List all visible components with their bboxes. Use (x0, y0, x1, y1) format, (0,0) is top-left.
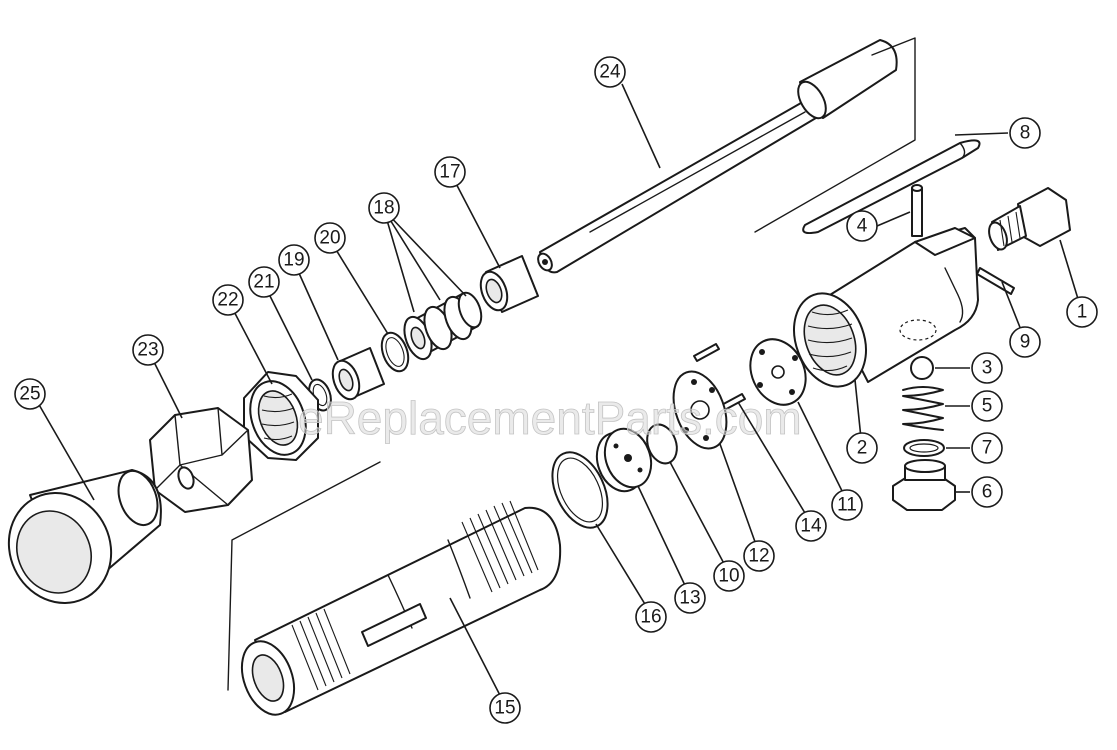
part-8-lever (802, 139, 981, 235)
barrel-bracket-line (227, 461, 381, 691)
svg-text:20: 20 (319, 228, 340, 249)
callout-11: 11 (831, 489, 863, 521)
svg-text:5: 5 (982, 396, 993, 417)
callout-19: 19 (278, 244, 310, 276)
callout-17: 17 (434, 156, 466, 188)
svg-text:24: 24 (599, 62, 621, 83)
assembly-bracket-line (754, 37, 916, 233)
callout-15: 15 (489, 692, 521, 724)
part-5-spring (902, 386, 944, 431)
callout-13: 13 (674, 582, 706, 614)
part-22-nut (243, 371, 319, 461)
callout-8: 8 (1009, 117, 1041, 149)
svg-text:11: 11 (837, 495, 857, 516)
svg-text:2: 2 (857, 438, 868, 459)
callout-7: 7 (971, 432, 1003, 464)
part-11-disc (749, 338, 807, 406)
svg-text:23: 23 (137, 340, 158, 361)
callout-6: 6 (971, 476, 1003, 508)
callout-20: 20 (314, 222, 346, 254)
part-pin-upper (693, 343, 720, 362)
svg-text:15: 15 (494, 698, 515, 719)
svg-text:18: 18 (373, 198, 394, 219)
svg-text:12: 12 (748, 546, 769, 567)
svg-text:8: 8 (1020, 123, 1031, 144)
part-3-ball (910, 356, 934, 380)
part-4-pin (911, 184, 923, 237)
svg-text:16: 16 (640, 607, 661, 628)
callout-14: 14 (795, 510, 827, 542)
svg-text:6: 6 (982, 482, 993, 503)
part-25-grip (7, 469, 162, 604)
part-15-barrel (240, 500, 562, 716)
watermark-text: eReplacementParts.com (298, 392, 802, 444)
callout-22: 22 (212, 284, 244, 316)
callout-24: 24 (594, 56, 626, 88)
callout-16: 16 (635, 601, 667, 633)
svg-text:22: 22 (217, 290, 238, 311)
part-19-bushing (331, 347, 385, 401)
svg-text:21: 21 (253, 272, 274, 293)
part-24-rod (537, 39, 898, 274)
part-23-cap (149, 407, 253, 513)
part-13-disc (595, 427, 653, 493)
svg-text:17: 17 (439, 162, 460, 183)
svg-text:13: 13 (679, 588, 700, 609)
svg-text:3: 3 (982, 358, 993, 379)
callout-25: 25 (14, 378, 46, 410)
callout-5: 5 (971, 390, 1003, 422)
callout-2: 2 (846, 432, 878, 464)
callout-21: 21 (248, 266, 280, 298)
part-12-plate (672, 370, 728, 450)
part-16-o-ring (551, 451, 609, 529)
part-18-valve-stack (403, 291, 483, 361)
svg-text:10: 10 (718, 566, 739, 587)
svg-text:7: 7 (982, 438, 993, 459)
callout-1: 1 (1066, 296, 1098, 328)
callout-4: 4 (846, 210, 878, 242)
svg-text:25: 25 (19, 384, 40, 405)
svg-text:4: 4 (857, 216, 868, 237)
part-17-sleeve (479, 255, 539, 313)
callout-12: 12 (743, 540, 775, 572)
svg-text:19: 19 (283, 250, 304, 271)
leader-lines (33, 83, 1083, 706)
svg-text:1: 1 (1077, 302, 1088, 323)
svg-text:14: 14 (800, 516, 822, 537)
callout-23: 23 (132, 334, 164, 366)
callout-3: 3 (971, 352, 1003, 384)
part-6-plug (892, 459, 956, 511)
part-9-pin (976, 267, 1015, 295)
part-2-housing (793, 227, 979, 388)
svg-text:9: 9 (1020, 332, 1031, 353)
callout-10: 10 (713, 560, 745, 592)
part-1-fitting (988, 187, 1071, 251)
callout-18: 18 (368, 192, 400, 224)
callout-9: 9 (1009, 326, 1041, 358)
